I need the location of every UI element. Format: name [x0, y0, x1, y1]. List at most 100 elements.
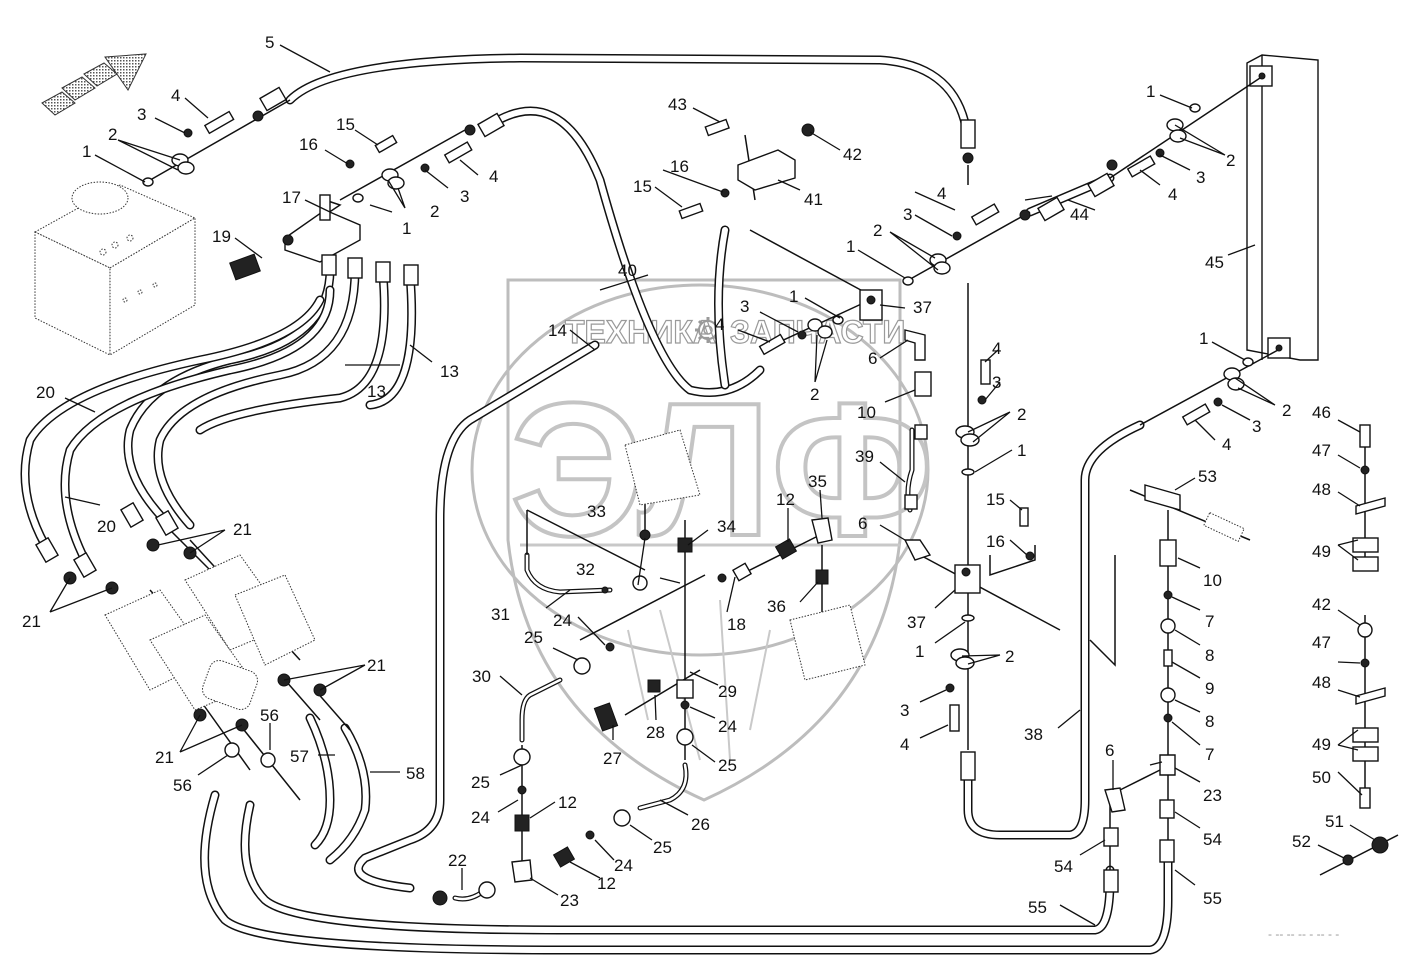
callout-2: 2	[1017, 405, 1026, 424]
callout-45: 45	[1205, 253, 1224, 272]
nut	[962, 152, 974, 164]
callout-1: 1	[82, 142, 91, 161]
callout-2: 2	[108, 125, 117, 144]
fittings	[34, 86, 1389, 906]
callout-19: 19	[212, 227, 231, 246]
callout-55: 55	[1203, 889, 1222, 908]
callout-36: 36	[767, 597, 786, 616]
callout-1: 1	[1199, 329, 1208, 348]
callout-3: 3	[992, 373, 1001, 392]
callout-1: 1	[1017, 441, 1026, 460]
watermark-logo-letters: ЭЛФ	[510, 364, 933, 576]
callout-25: 25	[653, 838, 672, 857]
callout-13: 13	[367, 382, 386, 401]
hose-end	[960, 751, 976, 781]
callout-1: 1	[846, 237, 855, 256]
callout-9: 9	[1205, 679, 1214, 698]
callout-1: 1	[789, 287, 798, 306]
callout-17: 17	[282, 188, 301, 207]
callout-47: 47	[1312, 633, 1331, 652]
callout-8: 8	[1205, 712, 1214, 731]
callout-51: 51	[1325, 812, 1344, 831]
drawing-code: - -- -- -- - -- - -	[1268, 927, 1339, 941]
callout-4: 4	[900, 735, 909, 754]
callout-54: 54	[1054, 857, 1073, 876]
callout-46: 46	[1312, 403, 1331, 422]
callout-18: 18	[727, 615, 746, 634]
callout-labels: 5 4 3 2 1 15 16 17 19 1 2 3 4 43 16 15 4…	[22, 33, 1344, 941]
callout-4: 4	[992, 339, 1001, 358]
callout-2: 2	[873, 221, 882, 240]
callout-32: 32	[576, 560, 595, 579]
callout-8: 8	[1205, 646, 1214, 665]
callout-2: 2	[1282, 401, 1291, 420]
callout-2: 2	[430, 202, 439, 221]
callout-54: 54	[1203, 830, 1222, 849]
callout-24: 24	[614, 856, 633, 875]
callout-39: 39	[855, 447, 874, 466]
callout-1: 1	[402, 219, 411, 238]
callout-48: 48	[1312, 480, 1331, 499]
callout-26: 26	[691, 815, 710, 834]
callout-49: 49	[1312, 735, 1331, 754]
hydraulic-tank	[33, 181, 197, 356]
callout-14: 14	[548, 321, 567, 340]
leader-lines	[49, 44, 1376, 926]
callout-16: 16	[670, 157, 689, 176]
callout-44: 44	[1070, 205, 1089, 224]
callout-10: 10	[857, 403, 876, 422]
callout-43: 43	[668, 95, 687, 114]
callout-21: 21	[155, 748, 174, 767]
callout-3: 3	[740, 297, 749, 316]
watermark: ЭЛФ ТЕХНИКА ЗАПЧАСТИ	[470, 278, 935, 802]
callout-28: 28	[646, 723, 665, 742]
callout-52: 52	[1292, 832, 1311, 851]
callout-15: 15	[986, 490, 1005, 509]
callout-27: 27	[603, 749, 622, 768]
callout-25: 25	[524, 628, 543, 647]
callout-40: 40	[618, 261, 637, 280]
callout-29: 29	[718, 682, 737, 701]
callout-23: 23	[1203, 786, 1222, 805]
callout-3: 3	[1196, 168, 1205, 187]
oil-cooler	[1246, 54, 1319, 361]
callout-23: 23	[560, 891, 579, 910]
callout-48: 48	[1312, 673, 1331, 692]
callout-2: 2	[810, 385, 819, 404]
callout-4: 4	[715, 315, 724, 334]
callout-3: 3	[903, 205, 912, 224]
callout-5: 5	[265, 33, 274, 52]
hose-end	[464, 112, 505, 138]
callout-6: 6	[868, 349, 877, 368]
callout-16: 16	[299, 135, 318, 154]
callout-24: 24	[471, 808, 490, 827]
callout-4: 4	[1168, 185, 1177, 204]
callout-12: 12	[776, 490, 795, 509]
callout-21: 21	[22, 612, 41, 631]
callout-2: 2	[1005, 647, 1014, 666]
callout-58: 58	[406, 764, 425, 783]
callout-7: 7	[1205, 745, 1214, 764]
callout-4: 4	[489, 167, 498, 186]
callout-55: 55	[1028, 898, 1047, 917]
callout-15: 15	[633, 177, 652, 196]
callout-49: 49	[1312, 542, 1331, 561]
callout-3: 3	[460, 187, 469, 206]
callout-24: 24	[718, 717, 737, 736]
callout-3: 3	[900, 701, 909, 720]
callout-15: 15	[336, 115, 355, 134]
callout-20: 20	[36, 383, 55, 402]
callout-21: 21	[367, 656, 386, 675]
callout-3: 3	[1252, 417, 1261, 436]
callout-12: 12	[597, 874, 616, 893]
callout-47: 47	[1312, 441, 1331, 460]
callout-22: 22	[448, 851, 467, 870]
callout-1: 1	[915, 642, 924, 661]
callout-16: 16	[986, 532, 1005, 551]
callout-21: 21	[233, 520, 252, 539]
hoses	[20, 53, 1173, 955]
callout-25: 25	[471, 773, 490, 792]
callout-3: 3	[137, 105, 146, 124]
callout-42: 42	[1312, 595, 1331, 614]
callout-37: 37	[907, 613, 926, 632]
